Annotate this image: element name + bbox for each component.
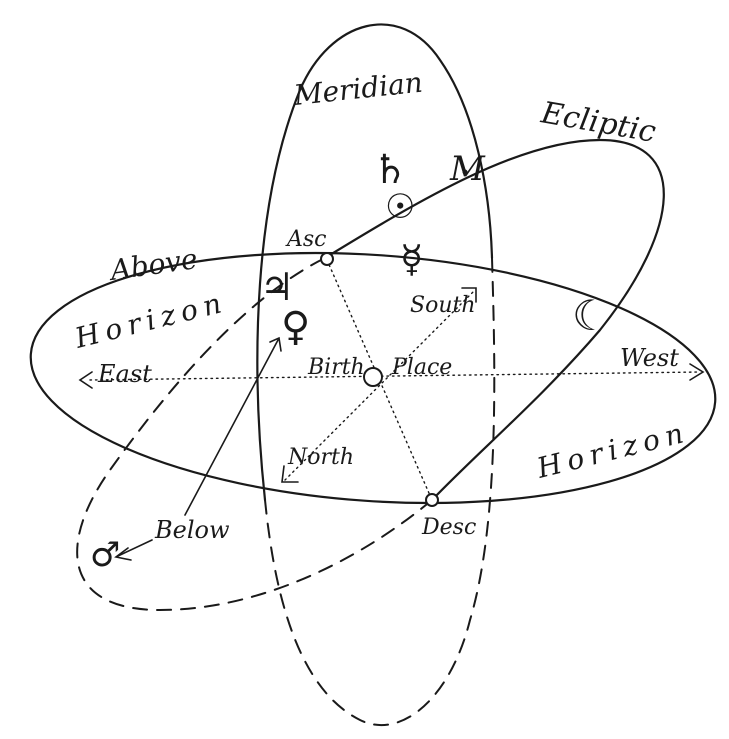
- above-label: Above: [105, 242, 199, 287]
- west-label: West: [620, 344, 679, 372]
- venus-icon: ♀: [281, 304, 310, 350]
- birth-place-point: [364, 368, 382, 386]
- horizon-left-label: Horizon: [71, 285, 231, 355]
- mercury-icon: ☿: [400, 237, 423, 281]
- meridian-label: Meridian: [291, 66, 424, 112]
- ecliptic-label: Ecliptic: [538, 95, 659, 150]
- mars-icon: ♂: [90, 535, 120, 575]
- asc-point: [321, 253, 333, 265]
- asc-label: Asc: [285, 227, 327, 252]
- moon-icon: ☾: [572, 291, 610, 340]
- south-label: South: [410, 293, 476, 318]
- birth-label: Birth: [307, 355, 365, 380]
- jupiter-icon: ♃: [260, 265, 294, 309]
- below-to-mars-arrow: [118, 540, 152, 556]
- desc-point: [426, 494, 438, 506]
- sun-icon: ☉: [385, 187, 415, 227]
- midheaven-dot: [463, 170, 468, 175]
- horizon-right-label: Horizon: [533, 415, 693, 485]
- east-label: East: [97, 360, 152, 388]
- place-label: Place: [391, 355, 452, 380]
- north-label: North: [287, 445, 354, 470]
- below-label: Below: [154, 516, 230, 544]
- desc-label: Desc: [421, 515, 476, 540]
- midheaven-marker: M: [449, 149, 486, 189]
